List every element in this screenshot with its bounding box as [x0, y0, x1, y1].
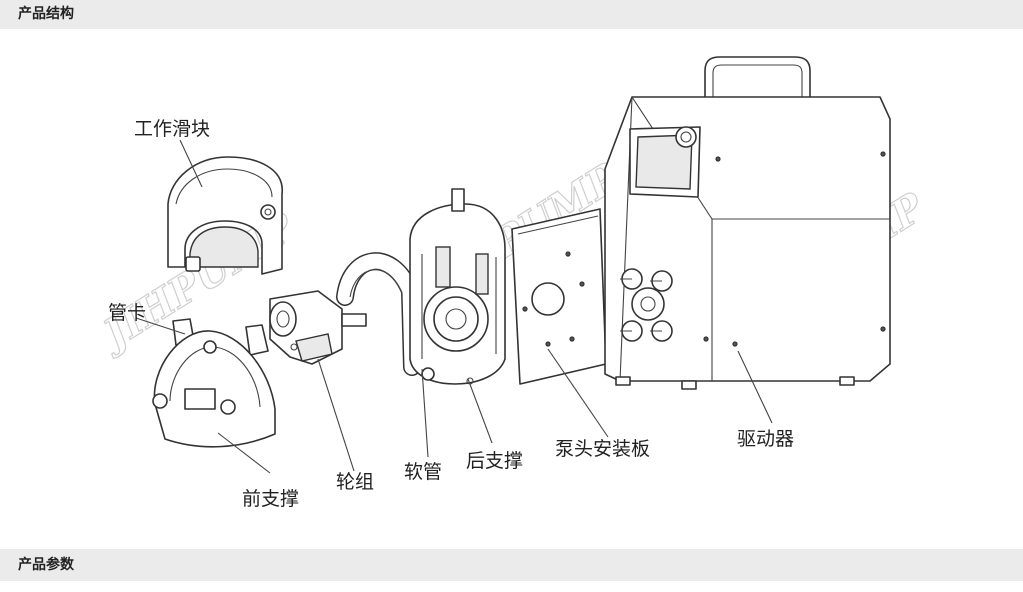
rear-support-part	[409, 188, 506, 385]
rotor-part	[269, 290, 367, 365]
driver-part	[604, 56, 891, 390]
section-header-params: 产品参数	[0, 549, 1023, 581]
label-front-support: 前支撑	[242, 488, 299, 510]
exploded-diagram: JIHPUMP JIHPUMP JIHPUMP	[89, 56, 935, 510]
section-header-structure: 产品结构	[0, 0, 1023, 29]
tubing-part	[336, 252, 421, 376]
label-mount-plate: 泵头安装板	[555, 438, 650, 460]
label-driver: 驱动器	[737, 428, 794, 450]
front-support-part	[152, 330, 276, 448]
section-title-structure: 产品结构	[18, 6, 74, 22]
work-slider-part	[167, 156, 283, 275]
label-rotor: 轮组	[336, 471, 374, 493]
label-rear-support: 后支撑	[466, 450, 523, 472]
section-title-params: 产品参数	[18, 557, 74, 573]
label-tube-clip: 管卡	[108, 302, 146, 324]
label-tubing: 软管	[404, 461, 442, 483]
label-work-slider: 工作滑块	[134, 118, 210, 140]
mount-plate-part	[511, 208, 607, 385]
leader-lines	[135, 139, 773, 474]
